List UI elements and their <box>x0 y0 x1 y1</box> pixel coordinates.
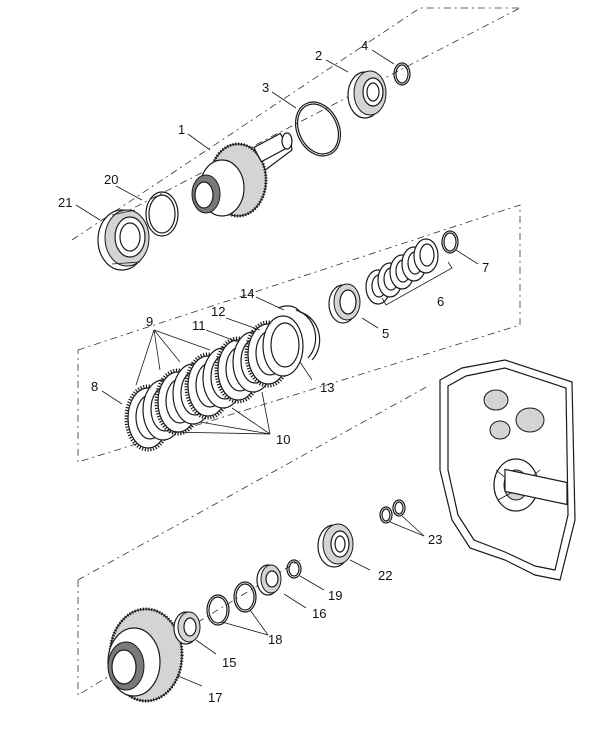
callout-17: 17 <box>208 690 222 705</box>
part-4-snap-ring <box>393 62 411 86</box>
assembly-frame-middle <box>77 204 521 463</box>
part-7-snap-ring <box>441 230 459 254</box>
callout-19: 19 <box>328 588 342 603</box>
callout-10: 10 <box>276 432 290 447</box>
callout-16: 16 <box>312 606 326 621</box>
callout-labels: 1 2 3 4 5 6 7 8 9 10 11 12 13 14 15 16 1… <box>58 38 489 705</box>
part-1-shaft-gear <box>191 132 293 218</box>
callout-18: 18 <box>268 632 282 647</box>
callout-4: 4 <box>361 38 368 53</box>
callout-8: 8 <box>91 379 98 394</box>
callout-15: 15 <box>222 655 236 670</box>
part-17-gear <box>107 607 184 703</box>
part-8-10-clutch-discs <box>124 315 304 452</box>
part-15-bearing <box>173 611 201 645</box>
part-23-snap-rings <box>379 499 406 524</box>
part-16-bearing <box>256 564 282 596</box>
part-22-bearing <box>317 523 354 568</box>
part-13-14-retaining-rings <box>277 305 321 361</box>
assembly-frame-lower <box>77 384 431 696</box>
callout-13: 13 <box>320 380 334 395</box>
callout-12: 12 <box>211 304 225 319</box>
part-5-seal <box>328 283 361 324</box>
part-21-roller-bearing <box>97 209 150 271</box>
part-18-snap-rings <box>206 581 257 626</box>
callout-5: 5 <box>382 326 389 341</box>
part-3-o-ring <box>294 101 342 157</box>
callout-3: 3 <box>262 80 269 95</box>
callout-22: 22 <box>378 568 392 583</box>
callout-6: 6 <box>437 294 444 309</box>
assembly-frame-upper <box>71 7 521 241</box>
transmission-housing <box>439 359 576 581</box>
callout-21: 21 <box>58 195 72 210</box>
callout-1: 1 <box>178 122 185 137</box>
callout-20: 20 <box>104 172 118 187</box>
part-2-ball-bearing <box>347 70 387 119</box>
callout-2: 2 <box>315 48 322 63</box>
callout-9: 9 <box>146 314 153 329</box>
callout-7: 7 <box>482 260 489 275</box>
part-19-snap-ring <box>286 559 302 579</box>
callout-23: 23 <box>428 532 442 547</box>
part-6-spring-pack <box>365 238 453 306</box>
callout-11: 11 <box>192 318 206 333</box>
leader-lines <box>75 49 479 687</box>
callout-14: 14 <box>240 286 254 301</box>
part-20-snap-ring <box>145 191 179 237</box>
